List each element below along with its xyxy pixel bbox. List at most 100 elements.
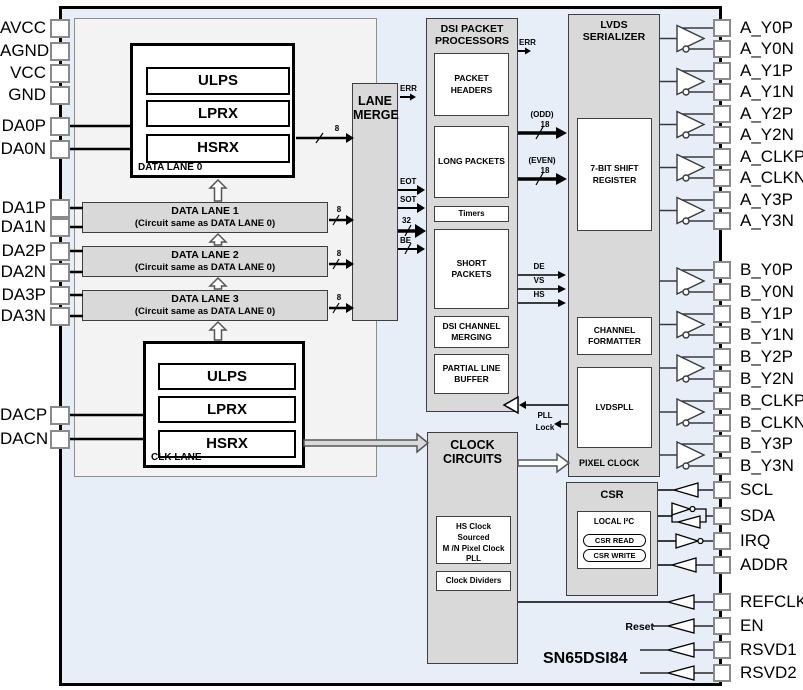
pin-label-scl: SCL xyxy=(740,480,774,499)
dsi-err-arrowhead xyxy=(525,47,531,55)
pin-da3n xyxy=(50,306,70,326)
lm-err-label: ERR xyxy=(400,84,417,93)
pin-da2n xyxy=(50,262,70,282)
pin-b-clkn xyxy=(713,414,731,432)
eot-label: EOT xyxy=(400,177,417,186)
clock-circuits-title: CLOCK CIRCUITS xyxy=(442,438,503,466)
pin-da1p xyxy=(50,198,70,218)
ulps-block: ULPS xyxy=(146,67,290,95)
pin-a-y3n xyxy=(713,212,731,230)
bus8-wires xyxy=(296,136,346,310)
pin-b-y1p xyxy=(713,305,731,323)
pin-b-y3n xyxy=(713,457,731,475)
pixel-clock-pll-box: HS Clock Sourced M /N Pixel Clock PLL xyxy=(436,516,511,564)
csr-title: CSR xyxy=(600,489,624,501)
pin-label-b-clkp: B_CLKP xyxy=(740,391,803,410)
pin-sda xyxy=(713,507,731,525)
rsvd2-input-buffer xyxy=(665,665,695,681)
shift-register-box: 7-BIT SHIFT REGISTER xyxy=(577,118,652,231)
pin-da0p xyxy=(50,116,70,136)
pin-label-a-y3n: A_Y3N xyxy=(740,211,794,230)
clk-lane-label: CLK LANE xyxy=(151,452,202,463)
addr-input-buffer xyxy=(669,557,697,573)
pin-da3p xyxy=(50,285,70,305)
pin-label-da0n: DA0N xyxy=(0,139,46,158)
bus8-arrowheads xyxy=(346,133,354,313)
vs-label: VS xyxy=(534,276,545,285)
pin-label-b-y0n: B_Y0N xyxy=(740,282,794,301)
data-lane-3-block: DATA LANE 3 (Circuit same as DATA LANE 0… xyxy=(82,290,328,321)
hsrx-block: HSRX xyxy=(146,134,290,163)
pin-b-y0n xyxy=(713,283,731,301)
ulps-label: ULPS xyxy=(197,72,238,89)
pin-gnd xyxy=(50,85,70,105)
even-width-label: 18 xyxy=(541,166,550,175)
data-lane-3-title: DATA LANE 3 xyxy=(171,293,239,305)
dsi-err-label: ERR xyxy=(519,38,536,47)
pin-label-b-y3n: B_Y3N xyxy=(740,456,794,475)
pll-lock-arrowhead-2 xyxy=(554,420,561,428)
pin-a-clkp xyxy=(713,148,731,166)
pin-dacp xyxy=(50,405,70,425)
sda-output-buffer xyxy=(671,502,693,516)
pin-da1n xyxy=(50,217,70,237)
pin-label-a-y2p: A_Y2P xyxy=(740,104,793,123)
csr-wires xyxy=(658,489,676,566)
pin-label-b-y0p: B_Y0P xyxy=(740,260,793,279)
scl-input-buffer xyxy=(671,482,699,498)
pll-lock-label-1: PLL xyxy=(537,411,552,420)
pin-label-irq: IRQ xyxy=(740,531,771,550)
pin-label-gnd: GND xyxy=(8,85,46,104)
data-lane-2-subtitle: (Circuit same as DATA LANE 0) xyxy=(134,262,276,274)
pin-label-b-y3p: B_Y3P xyxy=(740,434,793,453)
pin-label-da3n: DA3N xyxy=(0,306,46,325)
pin-label-da1n: DA1N xyxy=(0,217,46,236)
io-buffers xyxy=(640,482,713,681)
data-lane-1-block: DATA LANE 1 (Circuit same as DATA LANE 0… xyxy=(82,202,328,233)
pin-vcc xyxy=(50,63,70,83)
dsi-channel-merging-box: DSI CHANNEL MERGING xyxy=(434,316,509,348)
pin-label-vcc: VCC xyxy=(10,63,46,82)
long-packets-box: LONG PACKETS xyxy=(434,126,509,198)
odd-label: (ODD) xyxy=(530,110,553,119)
left-pin-wires xyxy=(69,124,144,441)
odd-even-buses xyxy=(518,131,557,181)
pin-label-avcc: AVCC xyxy=(0,18,46,37)
clk-ulps-label: ULPS xyxy=(206,368,247,385)
pin-avcc xyxy=(50,18,70,38)
irq-output-buffer xyxy=(675,533,701,549)
csr-write-pill: CSR WRITE xyxy=(583,549,646,562)
pin-label-a-y1p: A_Y1P xyxy=(740,61,793,80)
pin-b-y2p xyxy=(713,348,731,366)
lprx-block: LPRX xyxy=(146,100,290,127)
pin-b-y0p xyxy=(713,261,731,279)
pin-label-b-y1p: B_Y1P xyxy=(740,304,793,323)
clk-lane-block: ULPS LPRX HSRX CLK LANE xyxy=(143,341,305,468)
pin-da0n xyxy=(50,139,70,159)
pin-a-y2p xyxy=(713,105,731,123)
odd-width-label: 18 xyxy=(541,120,550,129)
partial-line-buffer-box: PARTIAL LINE BUFFER xyxy=(434,354,509,394)
clk-hsrx-label: HSRX xyxy=(206,435,248,452)
lprx-label: LPRX xyxy=(197,105,238,122)
pin-b-y3p xyxy=(713,435,731,453)
rsvd1-input-buffer xyxy=(665,642,695,658)
csr-block: CSR LOCAL I²C CSR READ CSR WRITE xyxy=(566,482,658,596)
pin-scl xyxy=(713,481,731,499)
pin-label-a-clkn: A_CLKN xyxy=(740,168,803,187)
pixel-clock-open-arrow xyxy=(517,452,571,474)
data-lane-2-title: DATA LANE 2 xyxy=(171,249,239,261)
lane-merge-title: LANE MERGE xyxy=(353,94,399,123)
pin-label-b-y1n: B_Y1N xyxy=(740,325,794,344)
pin-addr xyxy=(713,556,731,574)
data-lane-1-title: DATA LANE 1 xyxy=(171,205,239,217)
pin-en xyxy=(713,617,731,635)
pin-label-b-y2n: B_Y2N xyxy=(740,369,794,388)
pin-b-clkp xyxy=(713,392,731,410)
pin-label-dacn: DACN xyxy=(0,429,49,448)
lane-merge-arrowheads xyxy=(410,93,426,254)
pin-label-da2n: DA2N xyxy=(0,262,46,281)
pin-irq xyxy=(713,532,731,550)
pin-a-y3p xyxy=(713,191,731,209)
